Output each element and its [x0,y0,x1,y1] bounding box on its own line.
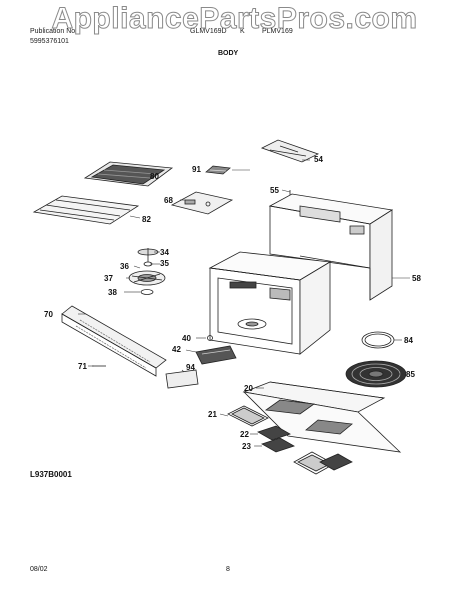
callout-40: 40 [182,334,191,343]
part-55-58-outer-cabinet [268,190,394,301]
watermark: AppliancePartsPros.com [51,2,418,36]
part-70-front-trim [61,305,167,377]
callout-80: 80 [150,172,159,181]
cavity-body [208,251,332,355]
callout-70: 70 [44,310,53,319]
callout-54: 54 [314,155,323,164]
callout-85: 85 [406,370,415,379]
callout-82: 82 [142,215,151,224]
leader-lines [78,159,410,447]
part-40-42-94 [165,335,237,389]
part-20-bottom-plate [242,381,402,453]
part-91-vent-grille [205,165,231,175]
callout-42: 42 [172,345,181,354]
publication-label: Publication No. [30,28,78,35]
callout-37: 37 [104,274,113,283]
part-84-85-turntable [345,331,407,388]
callout-35: 35 [160,259,169,268]
callout-91: 91 [192,165,201,174]
publication-number: 5995376101 [30,38,69,45]
model-number-1: GLMV169D [190,28,227,35]
callout-21: 21 [208,410,217,419]
model-number-2: PLMV169 [262,28,293,35]
footer-date: 08/02 [30,566,48,573]
callout-58: 58 [412,274,421,283]
callout-55: 55 [270,186,279,195]
callout-22: 22 [240,430,249,439]
part-80-grease-filter [83,161,174,187]
callout-20: 20 [244,384,253,393]
callout-23: 23 [242,442,251,451]
part-21-23-filters [227,405,353,475]
callout-38: 38 [108,288,117,297]
part-68-bracket [170,191,234,215]
callout-34: 34 [160,248,169,257]
callout-68: 68 [164,196,173,205]
section-title: BODY [218,50,239,57]
callout-labels: 80 91 54 55 68 82 34 35 36 37 38 58 70 4… [44,155,421,451]
diagram-code: L937B0001 [30,470,72,479]
part-82-rack [32,195,140,225]
footer-page-number: 8 [226,566,230,573]
callout-84: 84 [404,336,413,345]
callout-94: 94 [186,363,195,372]
model-separator: K [240,28,245,35]
part-54-duct-damper [260,139,320,163]
callout-36: 36 [120,262,129,271]
callout-71: 71 [78,362,87,371]
